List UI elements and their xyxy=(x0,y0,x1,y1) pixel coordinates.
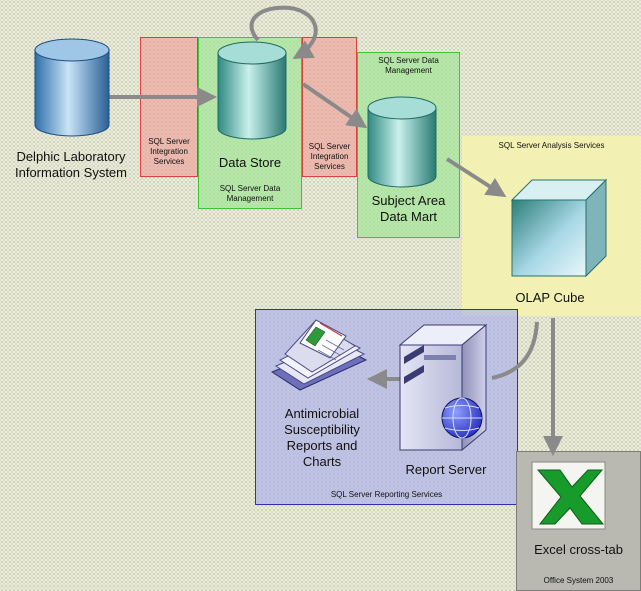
data-store-database-icon xyxy=(217,41,287,140)
arrow-mart-to-cube xyxy=(445,157,507,198)
ssas-label: SQL Server Analysis Services xyxy=(498,141,605,150)
data-mart-database-icon xyxy=(367,96,437,188)
olap-cube-label: OLAP Cube xyxy=(515,290,585,305)
ssrs-label: SQL Server Reporting Services xyxy=(330,490,443,499)
data-store-label: Data Store xyxy=(218,155,282,170)
excel-icon xyxy=(531,461,606,530)
report-server-icon xyxy=(398,323,488,452)
connector-arrows xyxy=(108,5,563,456)
data-mart-label: Subject Area Data Mart xyxy=(371,193,446,224)
reports-label: Antimicrobial Susceptibility Reports and… xyxy=(284,406,360,469)
arrow-store-loop xyxy=(249,5,318,59)
arrow-store-to-mart xyxy=(301,82,368,129)
excel-label: Excel cross-tab xyxy=(534,542,623,557)
report-document-icon xyxy=(270,319,368,391)
source-label: Delphic Laboratory Information System xyxy=(15,149,127,180)
report-server-label: Report Server xyxy=(405,462,487,477)
ssdm-label-2: SQL Server Data Management xyxy=(378,56,439,75)
ssis-label-2: SQL Server Integration Services xyxy=(308,142,351,171)
zone-ssis-1 xyxy=(140,37,198,177)
arrow-cube-to-server xyxy=(491,321,539,380)
ssdm-label-1: SQL Server Data Management xyxy=(219,184,281,203)
olap-cube-icon xyxy=(510,178,608,278)
zone-ssis-2 xyxy=(302,37,357,177)
office-label: Office System 2003 xyxy=(543,576,614,585)
ssis-label-1: SQL Server Integration Services xyxy=(148,137,190,166)
source-database-icon xyxy=(34,38,110,137)
